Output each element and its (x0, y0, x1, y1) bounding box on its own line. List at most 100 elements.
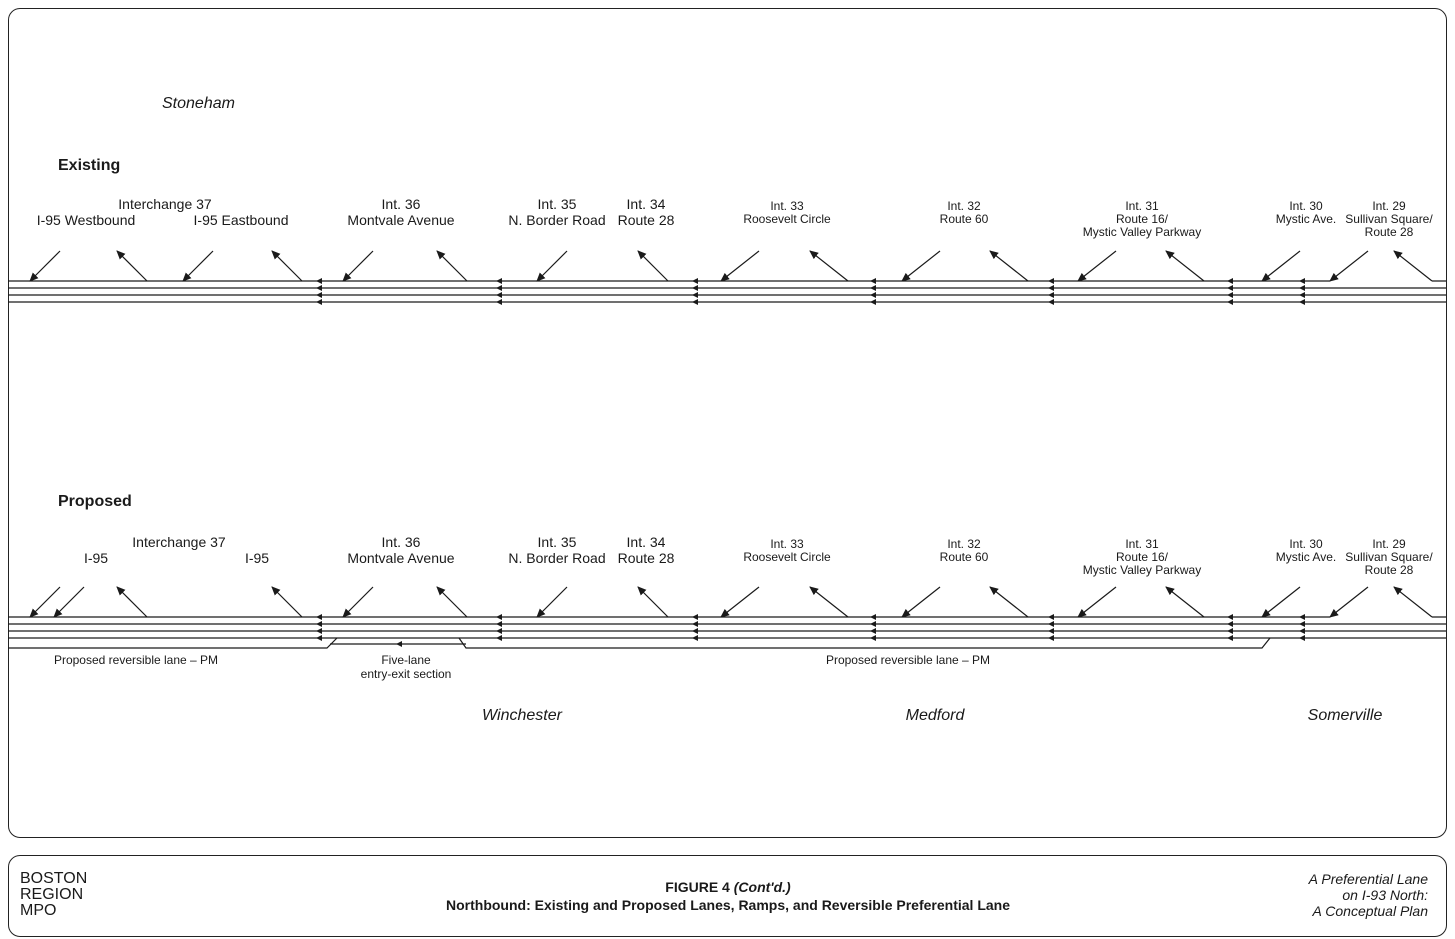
proposed-lane-arrow (692, 635, 698, 641)
existing-int30-title: Int. 30 (1289, 199, 1323, 213)
existing-off-ramp (989, 250, 1029, 282)
town-winchester: Winchester (482, 707, 562, 724)
existing-lane-arrow (496, 278, 502, 284)
town-medford: Medford (905, 707, 965, 724)
existing-int33-name: Roosevelt Circle (743, 212, 831, 226)
proposed-off-ramp (1393, 586, 1433, 618)
proposed-lane-arrow (316, 628, 322, 634)
proposed-lane-arrow (1048, 635, 1054, 641)
reversible-lane-label-left: Proposed reversible lane – PM (53, 653, 219, 667)
existing-lane-arrow (316, 292, 322, 298)
proposed-int36-name: Montvale Avenue (347, 550, 455, 566)
existing-int32-title: Int. 32 (947, 199, 981, 213)
existing-lane-arrow (870, 278, 876, 284)
existing-on-ramp (1261, 250, 1301, 282)
proposed-int33-title: Int. 33 (770, 537, 804, 551)
proposed-off-ramp (989, 586, 1029, 618)
figure-title: Northbound: Existing and Proposed Lanes,… (445, 897, 1011, 913)
proposed-int35-name: N. Border Road (508, 550, 606, 566)
existing-on-ramp (1329, 250, 1369, 282)
proposed-ramps (29, 586, 1433, 618)
existing-lane-arrow (1227, 299, 1233, 305)
town-stoneham: Stoneham (162, 95, 235, 112)
proposed-lane-arrow (1227, 621, 1233, 627)
footer-report-line2: on I-93 North: (1342, 887, 1428, 903)
proposed-lane-arrow (870, 635, 876, 641)
proposed-int31-name1: Route 16/ (1115, 550, 1169, 564)
proposed-lane-arrow (396, 641, 402, 647)
existing-lane-arrow (316, 299, 322, 305)
existing-int37-east: I-95 Eastbound (193, 212, 289, 228)
existing-lane-arrow (1299, 285, 1305, 291)
reversible-lane-label-right: Proposed reversible lane – PM (825, 653, 991, 667)
existing-on-ramp (901, 250, 941, 282)
proposed-int34-title: Int. 34 (626, 534, 666, 550)
proposed-lane-arrow (496, 628, 502, 634)
proposed-off-ramp (116, 586, 148, 618)
footer-frame (8, 855, 1447, 937)
proposed-lane-arrow (870, 621, 876, 627)
existing-on-ramp (182, 250, 214, 282)
existing-lane-arrow (1048, 299, 1054, 305)
proposed-on-ramp (720, 586, 760, 618)
proposed-int32-name: Route 60 (939, 550, 989, 564)
existing-ramps (29, 250, 1433, 282)
existing-int36-title: Int. 36 (381, 196, 421, 212)
proposed-lane-arrow (692, 628, 698, 634)
existing-off-ramp (1165, 250, 1205, 282)
existing-lane-arrow (496, 292, 502, 298)
figure-number: FIGURE 4 (665, 879, 730, 895)
existing-int35-name: N. Border Road (508, 212, 606, 228)
existing-on-ramp (1077, 250, 1117, 282)
proposed-roadway (8, 616, 1446, 649)
proposed-on-ramp (1329, 586, 1369, 618)
existing-off-ramp (1393, 250, 1433, 282)
existing-off-ramp (809, 250, 849, 282)
existing-lane-arrow (1048, 278, 1054, 284)
existing-int34-name: Route 28 (617, 212, 675, 228)
existing-roadway (8, 280, 1446, 303)
proposed-on-ramp (53, 586, 85, 618)
proposed-int30-title: Int. 30 (1289, 537, 1323, 551)
proposed-lane-arrow (1227, 628, 1233, 634)
existing-lane-arrow (692, 299, 698, 305)
proposed-lane-arrow (316, 614, 322, 620)
proposed-lane-arrow (496, 621, 502, 627)
proposed-lane-arrow (870, 628, 876, 634)
existing-lane-arrow (496, 299, 502, 305)
existing-int31-name1: Route 16/ (1115, 212, 1169, 226)
existing-lane-arrow (870, 292, 876, 298)
proposed-on-ramp (536, 586, 568, 618)
existing-int33-title: Int. 33 (770, 199, 804, 213)
section-proposed-heading: Proposed (58, 493, 132, 510)
proposed-int30-name: Mystic Ave. (1275, 550, 1337, 564)
proposed-off-ramp (1165, 586, 1205, 618)
existing-int30-name: Mystic Ave. (1275, 212, 1337, 226)
existing-lane-arrow (1299, 299, 1305, 305)
existing-lane-arrow (870, 285, 876, 291)
existing-int29-name2: Route 28 (1364, 225, 1414, 239)
proposed-lane-arrow (692, 621, 698, 627)
existing-on-ramp (536, 250, 568, 282)
footer-report-line1: A Preferential Lane (1308, 871, 1428, 887)
proposed-off-ramp (637, 586, 669, 618)
proposed-int34-name: Route 28 (617, 550, 675, 566)
proposed-int29-title: Int. 29 (1372, 537, 1406, 551)
existing-lane-arrow (1299, 292, 1305, 298)
town-somerville: Somerville (1307, 707, 1383, 724)
proposed-lane-arrow (1299, 621, 1305, 627)
existing-lane-arrow (1227, 278, 1233, 284)
existing-lane-arrow (1048, 285, 1054, 291)
existing-int35-title: Int. 35 (537, 196, 577, 212)
proposed-on-ramp (901, 586, 941, 618)
existing-lane-arrow (692, 278, 698, 284)
proposed-lane-arrow (1048, 628, 1054, 634)
proposed-lane-arrows (316, 614, 1305, 647)
existing-lane-arrow (316, 278, 322, 284)
section-existing-heading: Existing (58, 157, 121, 174)
diagram-frame (8, 8, 1447, 838)
proposed-lane-arrow (692, 614, 698, 620)
existing-lane-arrow (1227, 285, 1233, 291)
existing-lane-arrow (1048, 292, 1054, 298)
